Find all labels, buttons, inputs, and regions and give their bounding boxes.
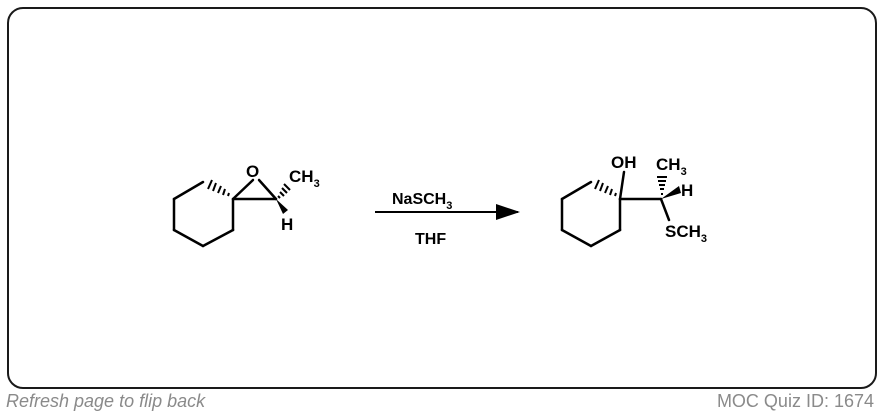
solvent-label: THF	[415, 231, 446, 248]
quiz-card[interactable]	[7, 7, 877, 389]
product-hydroxyl-label: OH	[611, 153, 637, 172]
product-hashed-bond	[594, 179, 617, 197]
product-methyl-label: CH3	[656, 155, 687, 178]
product-hydrogen-label: H	[681, 181, 693, 200]
flip-back-hint: Refresh page to flip back	[6, 391, 206, 411]
product-bonds	[618, 170, 671, 222]
product-molecule: OH CH3 H SCH3	[560, 153, 707, 248]
quiz-id-label: MOC Quiz ID: 1674	[716, 391, 874, 411]
reactant-oxygen-label: O	[246, 162, 259, 181]
reactant-cyclohexane-ring	[172, 180, 235, 248]
reactant-molecule: O CH3 H	[172, 162, 320, 248]
product-cyclohexane-ring	[560, 180, 622, 248]
reactant-wedge-bond	[276, 199, 288, 214]
reactant-hashed-bond	[207, 179, 230, 197]
reactant-epoxide-bonds	[231, 178, 278, 201]
reactant-hydrogen-label: H	[281, 215, 293, 234]
reactant-methyl-hashed-bond	[277, 183, 291, 199]
product-wedge-bond	[661, 186, 681, 199]
product-thiomethyl-label: SCH3	[665, 222, 707, 245]
product-methyl-hashed-bond	[657, 176, 667, 195]
reactant-methyl-label: CH3	[289, 167, 320, 190]
reagent-above-label: NaSCH3	[392, 191, 452, 212]
